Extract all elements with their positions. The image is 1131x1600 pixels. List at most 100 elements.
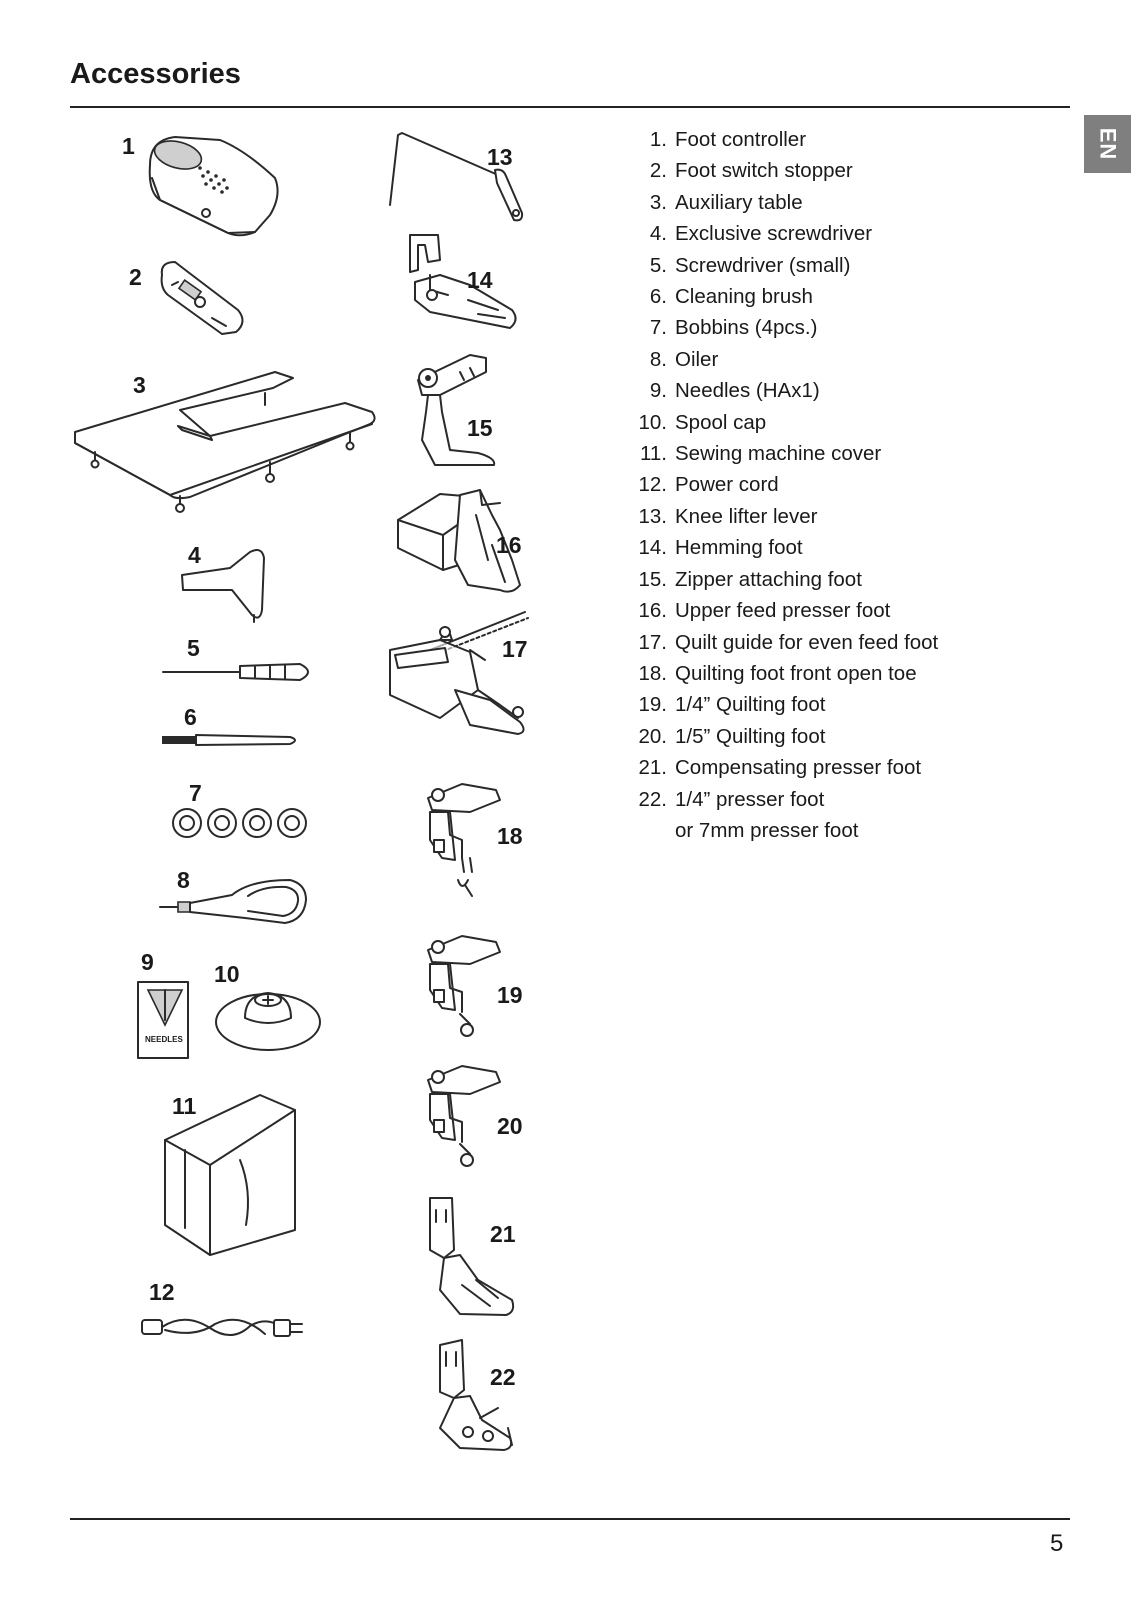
item-name: Quilt guide for even feed foot [675, 630, 939, 654]
item-number: 19. [638, 693, 668, 717]
list-item: 6. Cleaning brush [634, 281, 938, 312]
figure-label-12: 12 [149, 1279, 175, 1305]
item-number: 22. [638, 787, 668, 811]
fifth-inch-quilting-foot-illustration [427, 1065, 501, 1167]
figure-label-6: 6 [184, 704, 197, 730]
list-item: 16. Upper feed presser foot [634, 595, 938, 626]
bobbins-illustration [172, 808, 307, 838]
power-cord-illustration [141, 1318, 303, 1337]
item-name: Upper feed presser foot [675, 599, 891, 623]
language-tab: EN [1084, 115, 1131, 173]
item-number: 12. [638, 473, 668, 497]
needles-pack-text: NEEDLES [145, 1035, 183, 1044]
footer-divider [70, 1518, 1070, 1520]
list-item: 2. Foot switch stopper [634, 155, 938, 186]
open-toe-quilting-foot-illustration [427, 783, 501, 897]
figure-label-16: 16 [496, 532, 522, 558]
item-number: 14. [638, 536, 668, 560]
auxiliary-table-illustration [74, 371, 376, 513]
item-number: 8. [649, 347, 667, 371]
quilt-guide-foot-illustration [389, 611, 529, 735]
item-name: Oiler [675, 347, 719, 371]
list-item: 12. Power cord [634, 469, 938, 500]
list-item: 17.Quilt guide for even feed foot [634, 627, 939, 658]
figure-label-5: 5 [187, 635, 200, 661]
item-name: Power cord [675, 473, 779, 497]
accessories-list: 1.Foot controller 2.Foot switch stopper … [634, 124, 939, 846]
knee-lifter-lever-illustration [389, 132, 524, 222]
zipper-foot-illustration [417, 354, 496, 466]
list-item: 19. 1/4” Quilting foot [634, 689, 938, 720]
item-name: Cleaning brush [675, 285, 813, 309]
figure-label-9: 9 [141, 949, 154, 975]
item-number: 9. [649, 379, 667, 403]
figure-label-11: 11 [172, 1093, 197, 1119]
item-name: Foot switch stopper [675, 159, 853, 183]
item-number: 13. [638, 504, 668, 528]
figure-label-10: 10 [214, 961, 240, 987]
figure-label-7: 7 [189, 780, 202, 806]
item-name: Spool cap [675, 410, 767, 434]
hemming-foot-illustration [409, 234, 517, 329]
list-item: 7. Bobbins (4pcs.) [634, 312, 938, 343]
figure-label-13: 13 [487, 144, 513, 170]
item-number: 11. [640, 442, 667, 466]
list-item: 8. Oiler [634, 344, 938, 375]
small-screwdriver-illustration [162, 663, 309, 681]
item-name: Exclusive screwdriver [675, 222, 873, 246]
item-number: 2. [649, 159, 667, 183]
item-name: Needles (HAx1) [675, 379, 820, 403]
figure-numbers: 1 2 3 4 5 6 7 8 9 10 11 12 13 14 15 16 1… [122, 133, 528, 1390]
list-item: 10. Spool cap [634, 407, 938, 438]
quarter-inch-presser-foot-illustration [439, 1339, 513, 1451]
needles-pack-illustration: NEEDLES [137, 981, 189, 1059]
figure-label-1: 1 [122, 133, 135, 159]
list-item: 18. Quilting foot front open toe [634, 658, 938, 689]
figure-label-19: 19 [497, 982, 523, 1008]
item-number: 7. [649, 316, 667, 340]
item-name: Hemming foot [675, 536, 803, 560]
foot-controller-illustration [148, 136, 279, 237]
item-number: 18. [638, 661, 668, 685]
figure-label-15: 15 [467, 415, 493, 441]
item-number: 5. [649, 253, 667, 277]
list-item: 21.Compensating presser foot [634, 752, 938, 783]
item-number: 21. [638, 756, 668, 780]
item-name: Knee lifter lever [675, 504, 818, 528]
list-item: 20. 1/5” Quilting foot [634, 721, 938, 752]
list-item: 15.Zipper attaching foot [634, 564, 938, 595]
page-number: 5 [1050, 1530, 1064, 1557]
list-item: 13. Knee lifter lever [634, 501, 938, 532]
item-number: 10. [638, 410, 668, 434]
list-item: 1.Foot controller [634, 124, 938, 155]
spool-cap-illustration [215, 992, 321, 1051]
figure-label-20: 20 [497, 1113, 523, 1139]
language-tab-label: EN [1095, 127, 1121, 161]
exclusive-screwdriver-illustration [181, 549, 265, 623]
item-number: 20. [638, 724, 668, 748]
cleaning-brush-illustration [162, 734, 296, 746]
machine-cover-illustration [164, 1094, 296, 1256]
quarter-inch-quilting-foot-illustration [427, 935, 501, 1037]
item-number: 4. [649, 222, 667, 246]
accessories-illustrations: NEEDLES [74, 132, 529, 1451]
item-number: 6. [649, 285, 667, 309]
item-number: 1. [649, 128, 667, 151]
item-name: Bobbins (4pcs.) [675, 316, 818, 340]
figure-label-22: 22 [490, 1364, 516, 1390]
item-number: 15. [638, 567, 668, 591]
item-name: Screwdriver (small) [675, 253, 851, 277]
figure-label-4: 4 [188, 542, 201, 568]
figure-label-17: 17 [502, 636, 528, 662]
item-name: Auxiliary table [675, 190, 803, 214]
item-name: Quilting foot front open toe [675, 661, 917, 685]
item-number: 16. [638, 599, 668, 623]
list-item: 5. Screwdriver (small) [634, 250, 938, 281]
foot-switch-stopper-illustration [160, 261, 244, 335]
list-item: 4. Exclusive screwdriver [634, 218, 938, 249]
item-name: 1/4” Quilting foot [675, 693, 826, 717]
item-name: 1/5” Quilting foot [675, 724, 826, 748]
item-number: 3. [649, 190, 667, 214]
compensating-foot-illustration [429, 1197, 515, 1316]
list-item: 11.Sewing machine cover [634, 438, 938, 469]
